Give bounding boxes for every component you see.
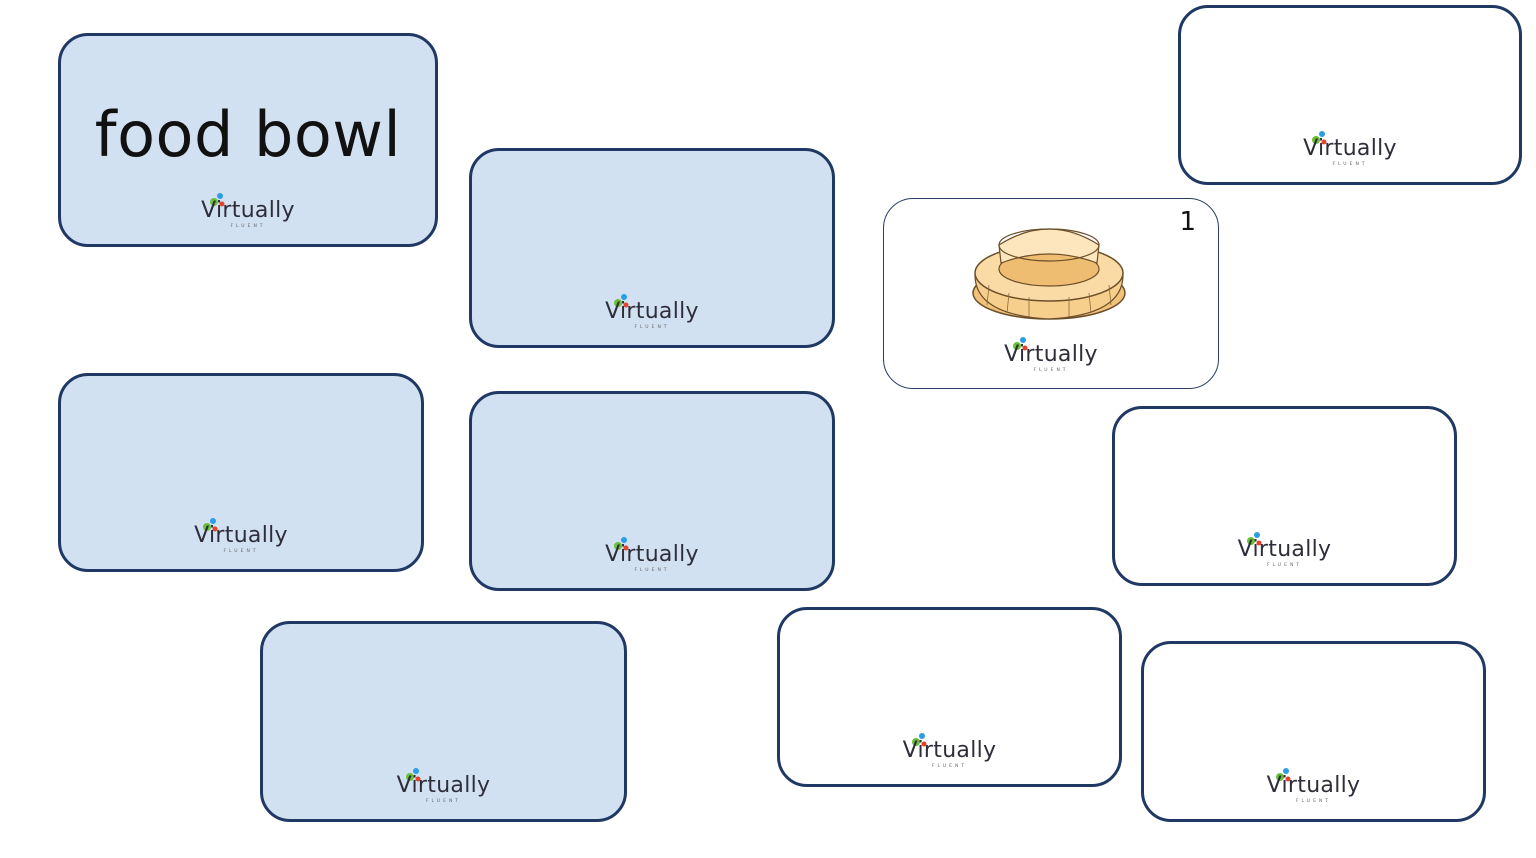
logo-wordmark: Virtually bbox=[201, 198, 295, 223]
virtually-logo: Virtually FLUENT bbox=[389, 763, 499, 807]
virtually-logo: Virtually FLUENT bbox=[895, 728, 1005, 772]
logo-wordmark: Virtually bbox=[194, 523, 288, 548]
virtually-logo: Virtually FLUENT bbox=[1259, 763, 1369, 807]
virtually-logo: Virtually FLUENT bbox=[1230, 527, 1340, 571]
logo-subtext: FLUENT bbox=[1033, 368, 1069, 373]
logo-subtext: FLUENT bbox=[230, 224, 266, 229]
logo-subtext: FLUENT bbox=[425, 799, 462, 804]
logo-sparkle-icon bbox=[1013, 337, 1028, 351]
virtually-logo: Virtually FLUENT bbox=[186, 513, 296, 557]
virtually-logo: Virtually FLUENT bbox=[1295, 126, 1405, 170]
logo-sparkle-icon bbox=[614, 294, 629, 308]
logo-sparkle-icon bbox=[1275, 768, 1290, 782]
card-number: 1 bbox=[1179, 207, 1196, 237]
virtually-logo: Virtually FLUENT bbox=[597, 532, 707, 576]
logo-wordmark: Virtually bbox=[902, 738, 997, 763]
memory-card-face-down[interactable]: Virtually FLUENT bbox=[469, 391, 835, 591]
logo-wordmark: Virtually bbox=[1237, 537, 1332, 562]
logo-subtext: FLUENT bbox=[931, 764, 968, 769]
logo-subtext: FLUENT bbox=[223, 549, 259, 554]
virtually-logo: Virtually FLUENT bbox=[193, 188, 303, 232]
logo-sparkle-icon bbox=[1312, 131, 1327, 145]
logo-sparkle-icon bbox=[1246, 532, 1261, 546]
logo-wordmark: Virtually bbox=[1004, 342, 1098, 367]
logo-wordmark: Virtually bbox=[1303, 136, 1397, 161]
logo-wordmark: Virtually bbox=[1266, 773, 1361, 798]
food-bowl-icon bbox=[972, 228, 1126, 320]
logo-subtext: FLUENT bbox=[634, 568, 670, 573]
logo-subtext: FLUENT bbox=[1266, 563, 1303, 568]
logo-wordmark: Virtually bbox=[605, 542, 699, 567]
virtually-logo: Virtually FLUENT bbox=[996, 332, 1106, 376]
picture-card-food-bowl[interactable]: 1 Virtually FLUENT bbox=[883, 198, 1219, 389]
logo-wordmark: Virtually bbox=[605, 299, 699, 324]
logo-sparkle-icon bbox=[614, 537, 629, 551]
logo-wordmark: Virtually bbox=[396, 773, 491, 798]
memory-card-face-down[interactable]: Virtually FLUENT bbox=[1112, 406, 1457, 586]
logo-sparkle-icon bbox=[210, 193, 225, 207]
memory-card-face-down[interactable]: Virtually FLUENT bbox=[58, 373, 424, 572]
logo-sparkle-icon bbox=[203, 518, 218, 532]
card-word: food bowl bbox=[94, 98, 402, 171]
virtually-logo: Virtually FLUENT bbox=[597, 289, 707, 333]
memory-card-face-down[interactable]: Virtually FLUENT bbox=[1178, 5, 1522, 185]
memory-card-face-down[interactable]: Virtually FLUENT bbox=[777, 607, 1122, 787]
memory-card-face-down[interactable]: Virtually FLUENT bbox=[469, 148, 835, 348]
memory-card-face-down[interactable]: Virtually FLUENT bbox=[1141, 641, 1486, 822]
logo-subtext: FLUENT bbox=[1295, 799, 1332, 804]
memory-card-face-down[interactable]: Virtually FLUENT bbox=[260, 621, 627, 822]
logo-subtext: FLUENT bbox=[1332, 162, 1368, 167]
logo-subtext: FLUENT bbox=[634, 325, 670, 330]
word-card-food-bowl[interactable]: food bowl Virtually FLUENT bbox=[58, 33, 438, 247]
logo-sparkle-icon bbox=[405, 768, 420, 782]
logo-sparkle-icon bbox=[911, 733, 926, 747]
